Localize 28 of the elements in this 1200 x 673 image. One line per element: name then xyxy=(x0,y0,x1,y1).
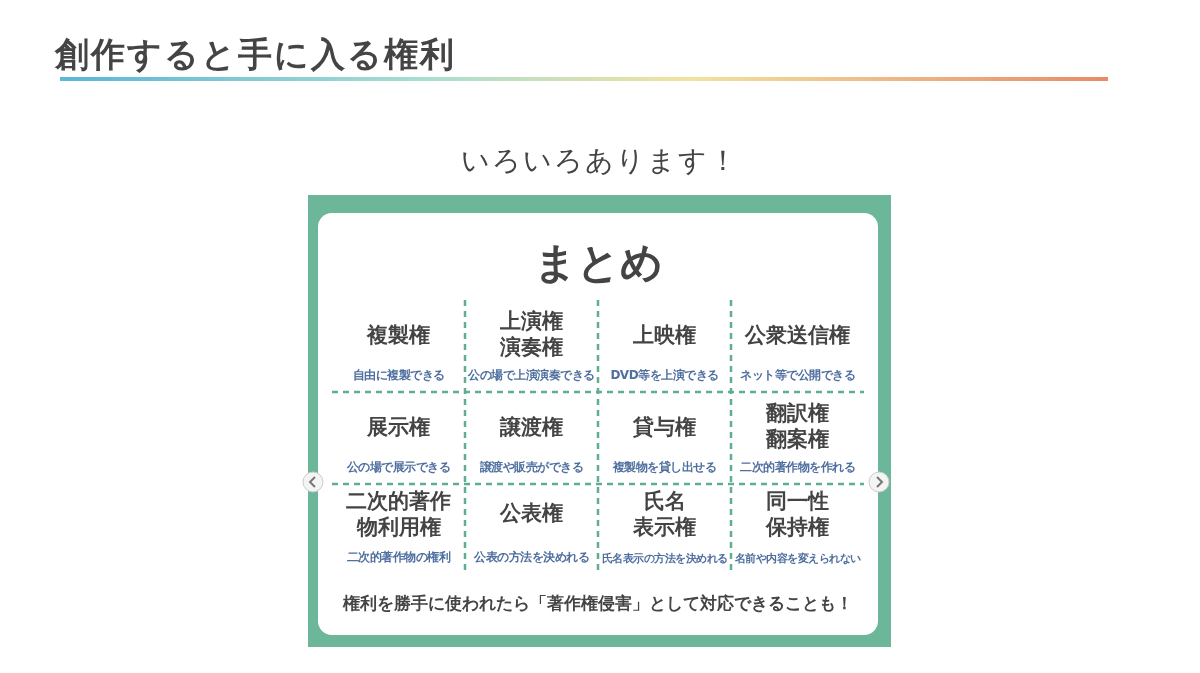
right-description: 公の場で上演演奏できる xyxy=(468,367,595,384)
right-name: 貸与権 xyxy=(633,414,696,440)
right-description: 氏名表示の方法を決めれる xyxy=(601,551,728,566)
right-name: 同一性保持権 xyxy=(766,488,829,540)
right-description: 二次的著作物を作れる xyxy=(740,459,855,476)
page-title: 創作すると手に入る権利 xyxy=(55,33,456,76)
right-name: 展示権 xyxy=(367,414,430,440)
right-description: 公表の方法を決めれる xyxy=(474,549,589,566)
right-name: 上映権 xyxy=(633,322,696,348)
footer-note: 権利を勝手に使われたら「著作権侵害」として対応できることも！ xyxy=(343,594,853,613)
right-name: 翻訳権翻案権 xyxy=(766,400,829,452)
right-name: 上演権演奏権 xyxy=(500,308,563,360)
right-description: 譲渡や販売ができる xyxy=(479,459,584,476)
card-heading: まとめ xyxy=(533,238,663,287)
right-name: 公衆送信権 xyxy=(745,322,850,348)
right-description: 名前や内容を変えられない xyxy=(734,551,861,566)
right-description: 二次的著作物の権利 xyxy=(346,549,451,566)
right-description: ネット等で公開できる xyxy=(740,367,855,384)
right-name: 複製権 xyxy=(367,322,430,348)
right-name: 譲渡権 xyxy=(500,414,563,440)
right-description: 自由に複製できる xyxy=(352,367,445,384)
right-description: DVD等を上演できる xyxy=(610,367,719,384)
right-description: 公の場で展示できる xyxy=(346,459,451,476)
right-name: 氏名表示権 xyxy=(633,488,696,540)
right-name: 公表権 xyxy=(500,500,563,526)
right-name: 二次的著作物利用権 xyxy=(346,488,451,540)
right-description: 複製物を貸し出せる xyxy=(612,459,717,476)
subtitle: いろいろあります！ xyxy=(461,144,739,177)
